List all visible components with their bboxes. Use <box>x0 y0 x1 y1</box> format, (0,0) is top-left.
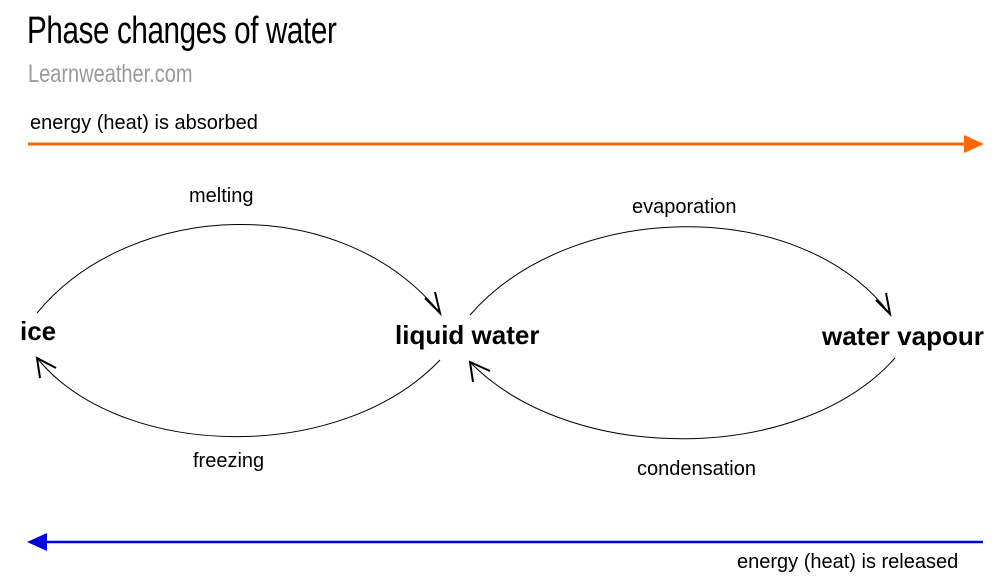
energy-absorbed-arrowhead <box>964 135 984 153</box>
melting-arrowhead <box>424 291 442 317</box>
freezing-label: freezing <box>193 450 265 472</box>
energy-absorbed-label: energy (heat) is absorbed <box>30 112 258 134</box>
freezing-arrowhead <box>35 356 57 379</box>
diagram-title: Phase changes of water <box>27 10 337 52</box>
condensation-arrowhead <box>468 360 491 383</box>
condensation-arrow <box>469 357 896 440</box>
evaporation-label: evaporation <box>632 196 737 218</box>
energy-released-label: energy (heat) is released <box>737 551 959 573</box>
evaporation-arrowhead <box>875 292 892 318</box>
freezing-arrow <box>36 357 441 438</box>
evaporation-arrow <box>469 226 891 316</box>
energy-released-arrowhead <box>27 533 47 551</box>
source-credit: Learnweather.com <box>28 60 193 88</box>
melting-label: melting <box>189 185 254 207</box>
condensation-label: condensation <box>637 458 756 480</box>
melting-arrow <box>36 224 441 314</box>
state-ice: ice <box>20 316 57 346</box>
state-liquid-water: liquid water <box>395 320 540 350</box>
state-water-vapour: water vapour <box>822 321 984 351</box>
